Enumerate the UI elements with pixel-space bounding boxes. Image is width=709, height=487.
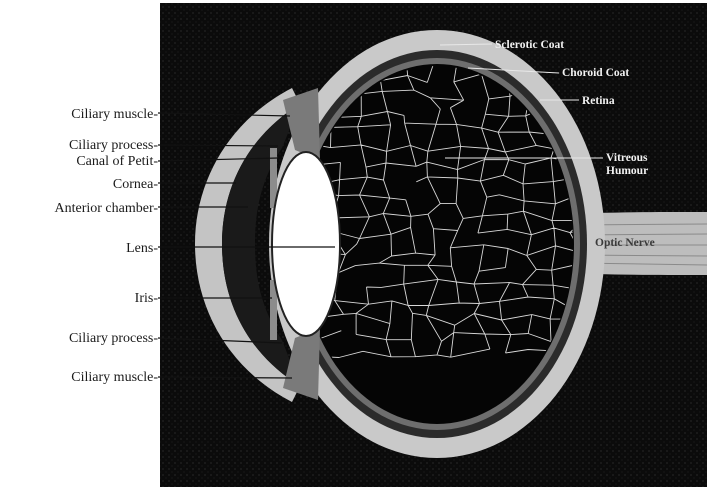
label-ciliary-process-bottom: Ciliary process- — [69, 331, 158, 346]
label-sclerotic-coat: Sclerotic Coat — [495, 39, 564, 51]
label-choroid-coat: Choroid Coat — [562, 67, 629, 79]
label-vitreous-2: Humour — [606, 165, 648, 177]
label-ciliary-muscle-bottom: Ciliary muscle- — [71, 370, 158, 385]
label-ciliary-process-top: Ciliary process- — [69, 138, 158, 153]
label-lens: Lens- — [126, 241, 158, 256]
vitreous-humour — [300, 64, 574, 424]
label-iris: Iris- — [135, 291, 159, 306]
label-optic-nerve: Optic Nerve — [595, 237, 655, 249]
label-canal-of-petit: Canal of Petit- — [76, 154, 158, 169]
label-cornea: Cornea- — [113, 177, 158, 192]
label-vitreous-1: Vitreous — [606, 152, 648, 164]
lens — [272, 152, 340, 336]
label-ciliary-muscle-top: Ciliary muscle- — [71, 107, 158, 122]
label-anterior-chamber: Anterior chamber- — [54, 201, 158, 216]
label-retina: Retina — [582, 95, 615, 107]
